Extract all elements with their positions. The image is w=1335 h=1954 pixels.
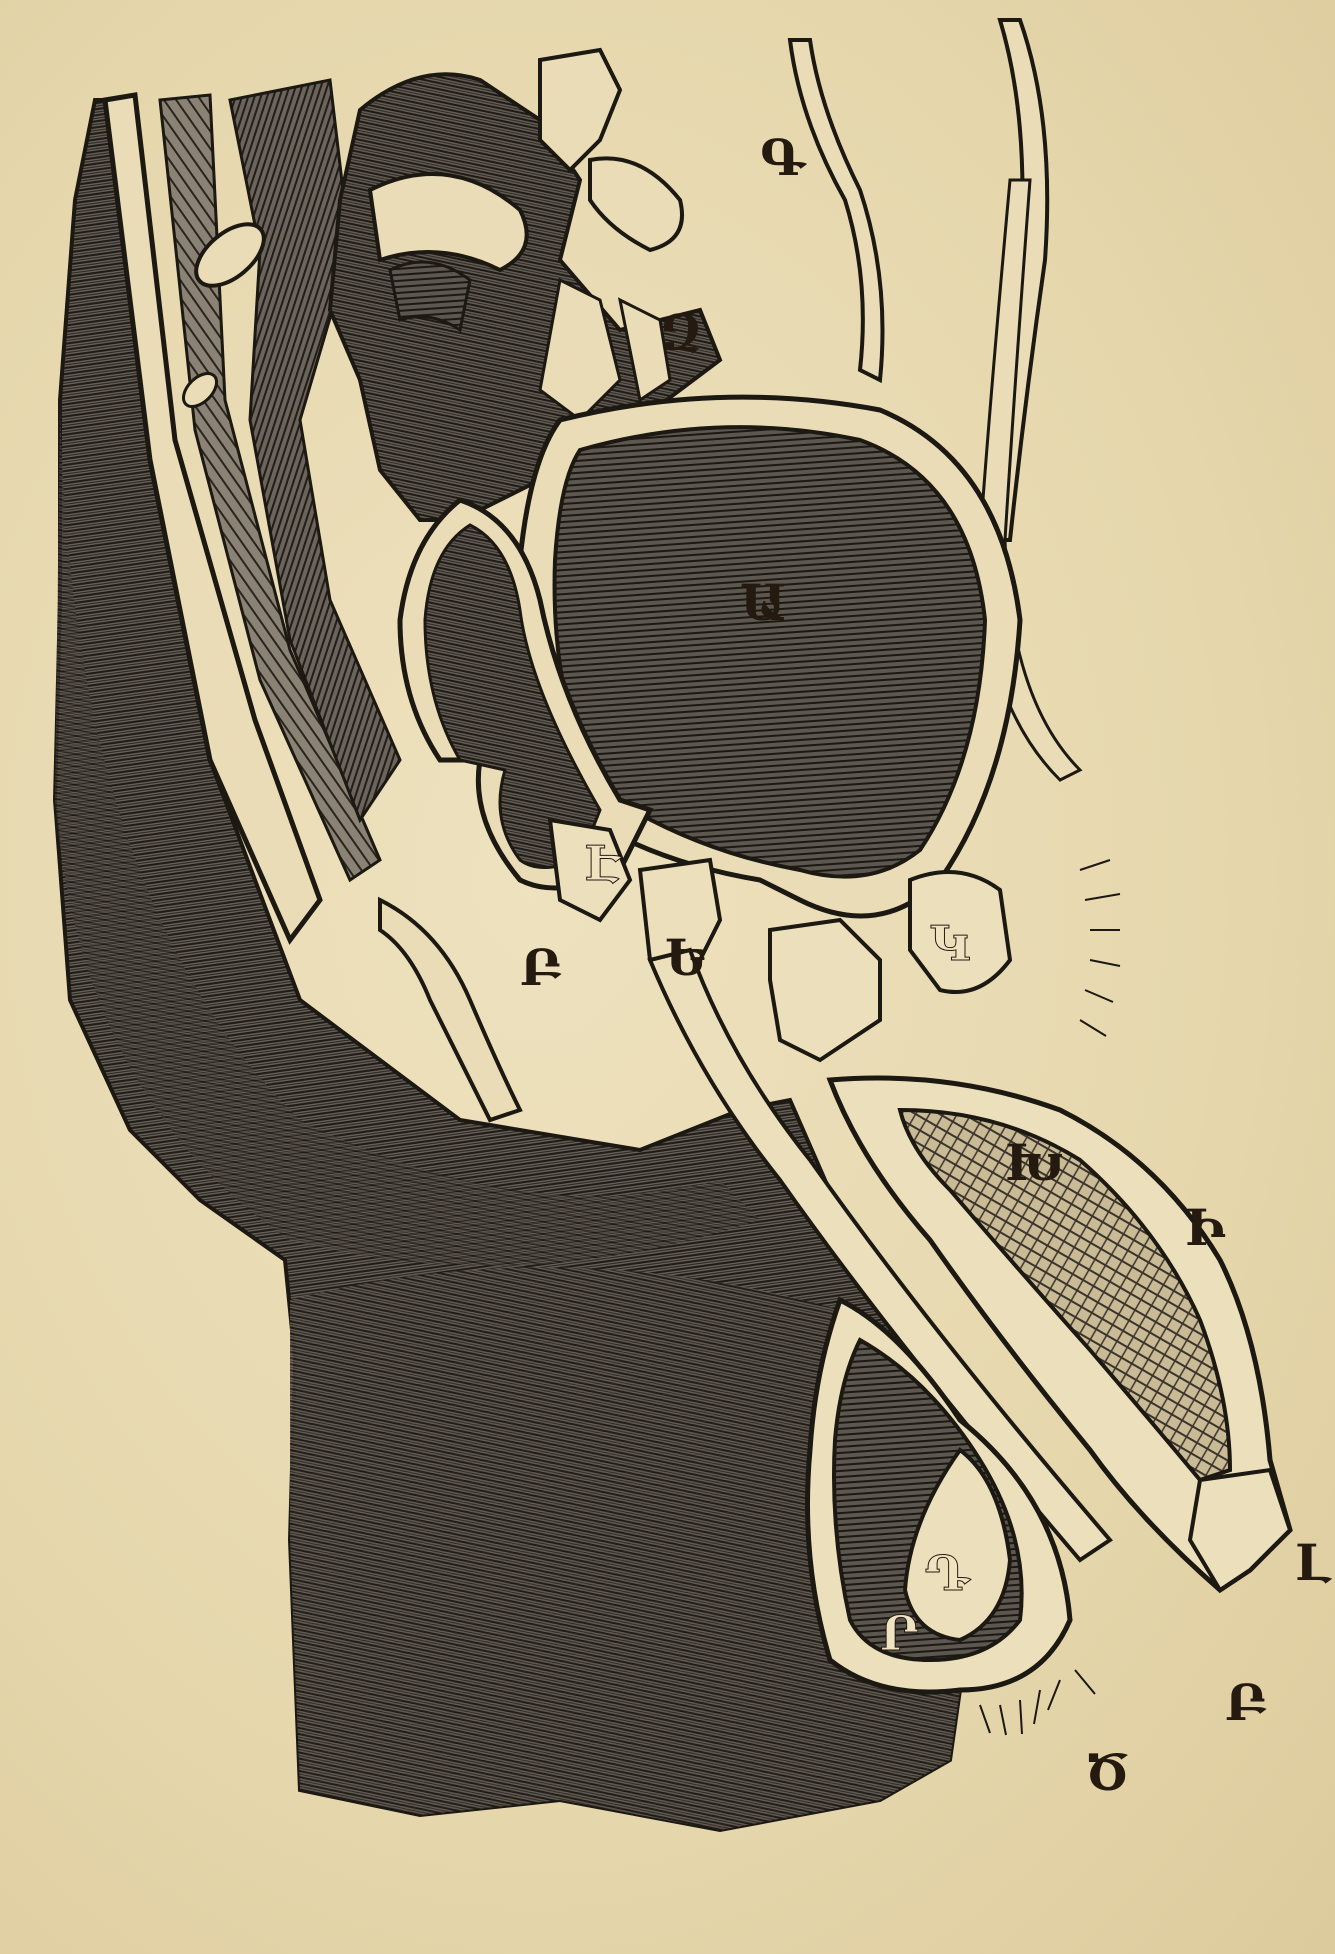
pubic-bone [770, 920, 880, 1060]
upper-small-loop [540, 50, 620, 170]
label-kh: Խ [1005, 1133, 1064, 1192]
label-ee: Է [585, 836, 622, 892]
label-d: Դ [925, 1546, 971, 1602]
label-zh: Զ [660, 303, 701, 362]
ureter-tube-left [790, 40, 883, 380]
label-ga: Գ [760, 128, 808, 187]
label-zha: Ե [665, 928, 707, 987]
label-p: Բ [1225, 1673, 1267, 1732]
label-i: Ի [1185, 1198, 1226, 1257]
upper-small-loop-2 [590, 158, 682, 250]
label-a: Ա [740, 573, 787, 632]
label-k: Կ [930, 916, 970, 972]
label-r: Ր [880, 1606, 919, 1662]
label-tsa: Ծ [1085, 1743, 1129, 1802]
label-l: Լ [1295, 1533, 1333, 1592]
label-b: Բ [520, 938, 562, 997]
